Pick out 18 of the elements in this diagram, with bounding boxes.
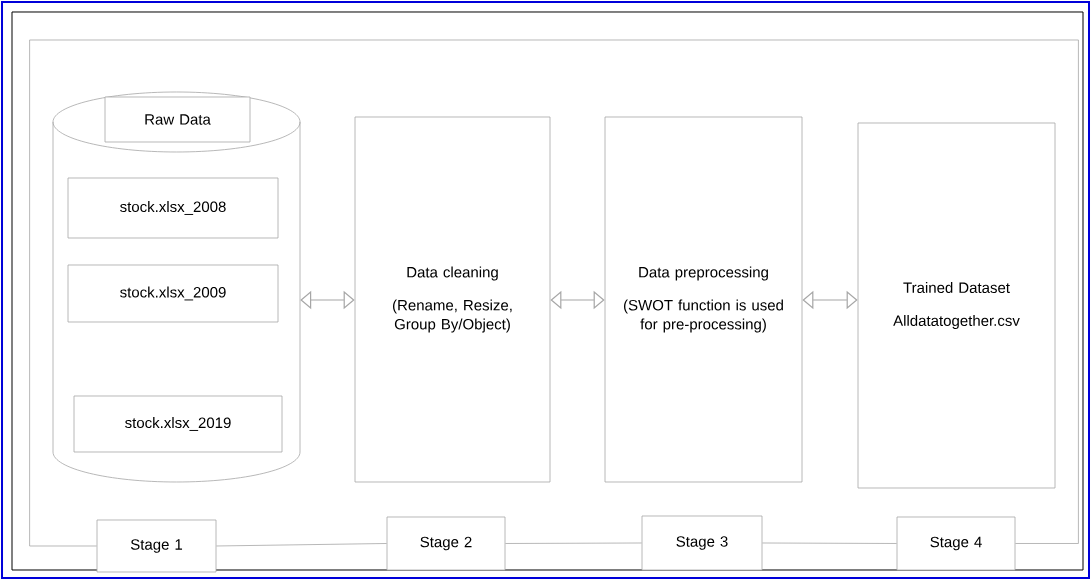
process-box: Data cleaning (Rename, Resize, Group By/Object) (354, 116, 551, 483)
connector-line (216, 543, 387, 547)
stage-box: Stage 2 (386, 516, 506, 571)
database-cylinder (52, 91, 301, 483)
connector-line (762, 542, 897, 544)
double-arrow (550, 290, 605, 310)
stage-box: Stage 4 (896, 516, 1016, 571)
double-arrow (802, 290, 858, 310)
label-box: Raw Data (104, 96, 251, 143)
label-box: stock.xlsx_2019 (73, 395, 283, 453)
connector-line (505, 542, 642, 544)
process-box: Data preprocessing (SWOT function is used for pre-processing) (604, 116, 803, 483)
label-box: stock.xlsx_2009 (67, 264, 279, 323)
label-box: stock.xlsx_2008 (67, 177, 279, 239)
stage-box: Stage 3 (641, 515, 763, 571)
stage-box: Stage 1 (96, 519, 217, 573)
process-box: Trained Dataset Alldatatogether.csv (857, 122, 1056, 489)
double-arrow (300, 290, 355, 310)
